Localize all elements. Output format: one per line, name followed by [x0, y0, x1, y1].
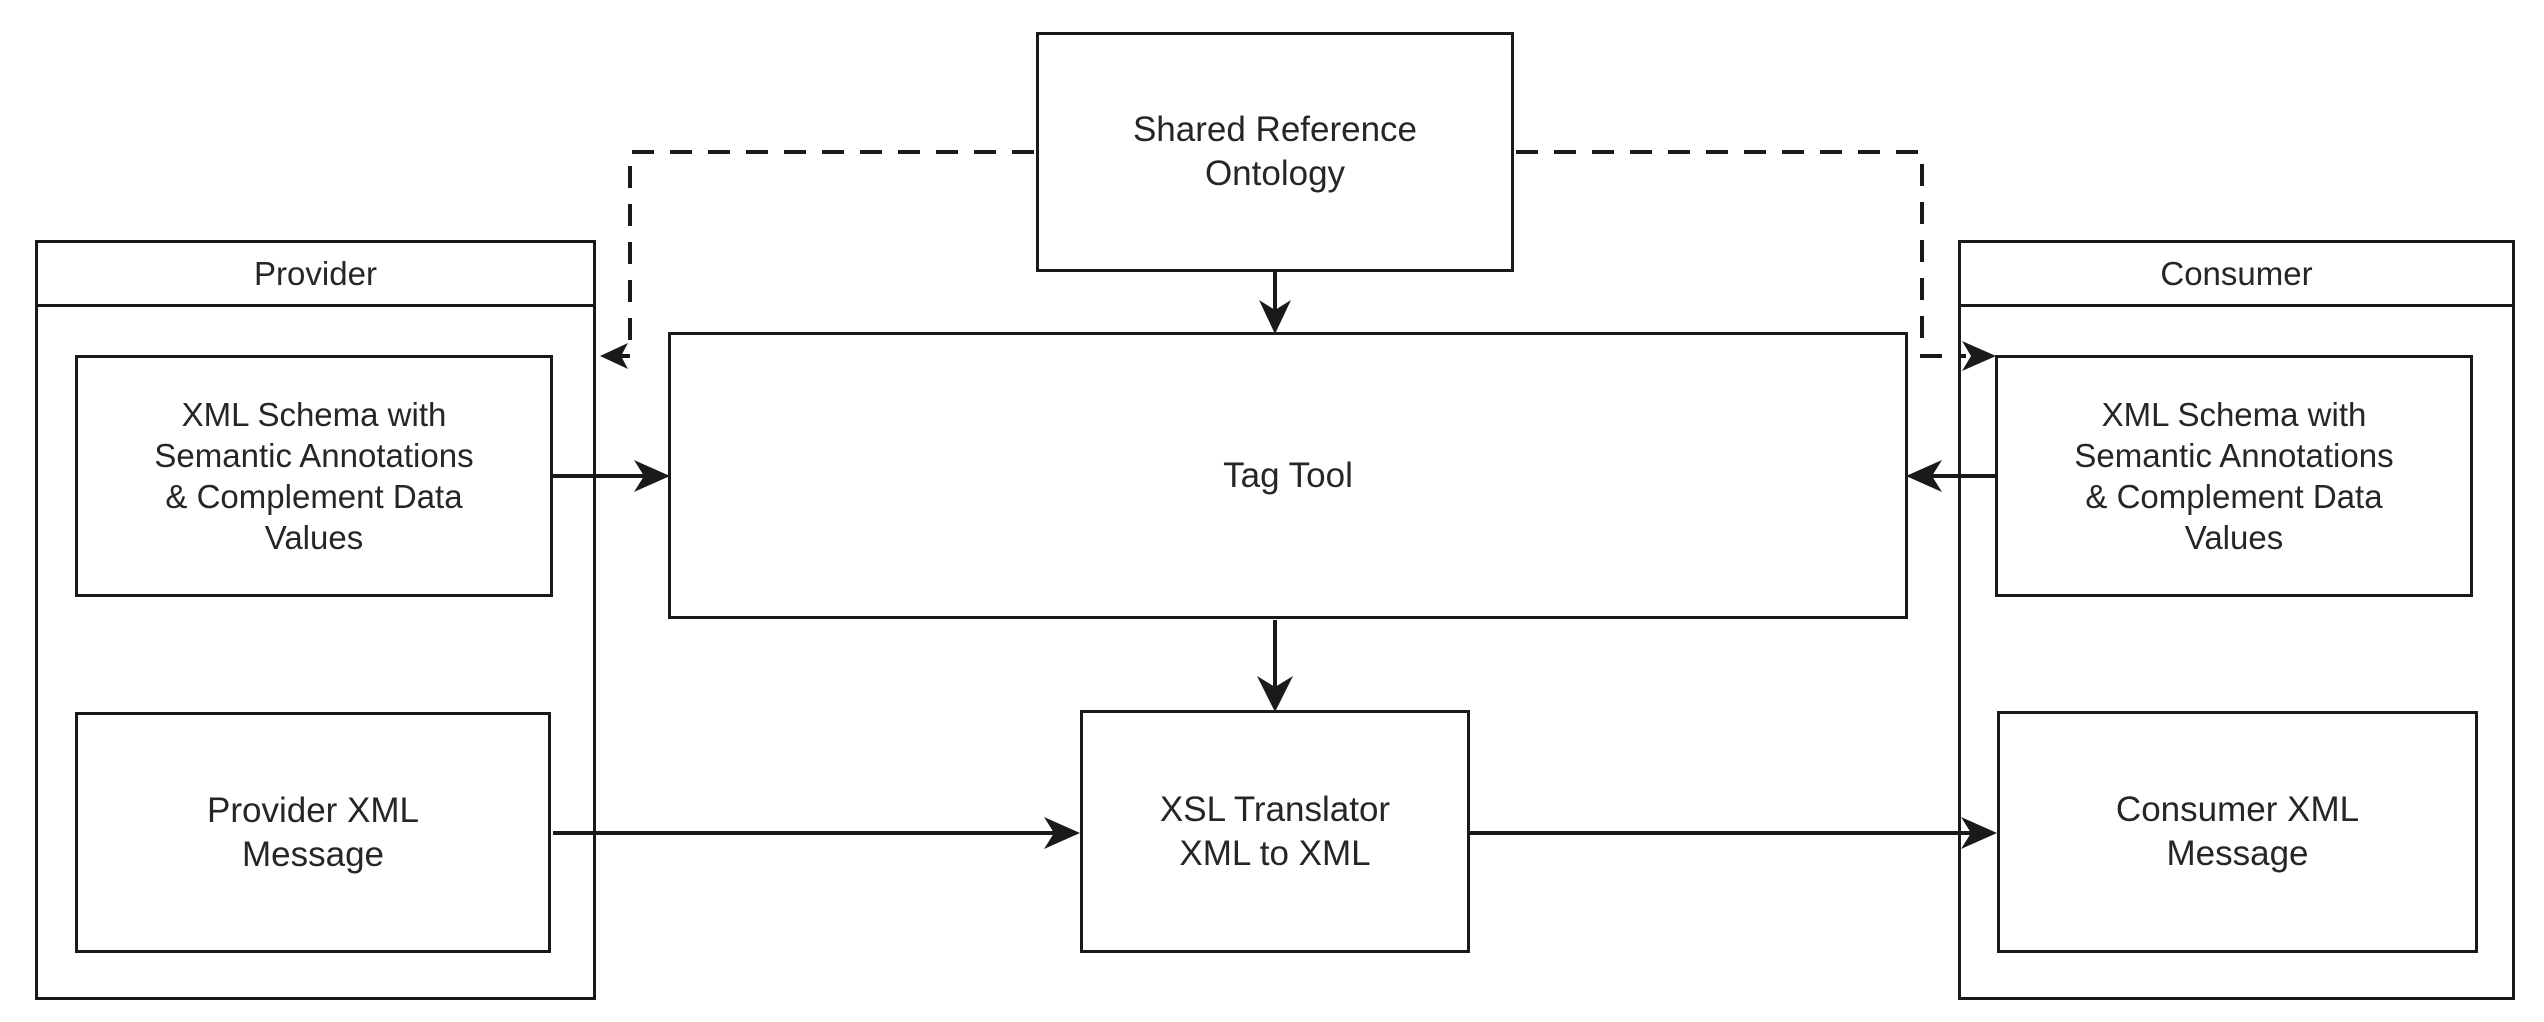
edge-tag-tool-to-xsl-translator [1257, 620, 1293, 712]
swimlane-consumer-header: Consumer [1961, 243, 2512, 307]
edge-xsl-translator-to-consumer-message [1470, 817, 1997, 849]
node-provider-xml-message-label: Provider XML Message [206, 790, 420, 874]
edge-provider-message-to-xsl-translator [553, 817, 1080, 849]
swimlane-provider-header: Provider [38, 243, 593, 307]
node-shared-reference-ontology[interactable]: Shared Reference Ontology [1036, 32, 1514, 272]
node-tag-tool[interactable]: Tag Tool [668, 332, 1908, 619]
node-consumer-xml-message-label: Consumer XML Message [2115, 790, 2360, 873]
node-consumer-xml-schema-label: XML Schema with Semantic Annotations & C… [2074, 395, 2394, 557]
edge-ontology-to-tag-tool [1259, 272, 1291, 334]
swimlane-consumer-title: Consumer [2160, 254, 2313, 292]
node-consumer-xml-schema[interactable]: XML Schema with Semantic Annotations & C… [1995, 355, 2473, 597]
node-provider-xml-message[interactable]: Provider XML Message [75, 712, 551, 953]
node-provider-xml-schema[interactable]: XML Schema with Semantic Annotations & C… [75, 355, 553, 597]
node-tag-tool-label: Tag Tool [1223, 455, 1353, 495]
swimlane-provider-title: Provider [254, 254, 377, 292]
node-xsl-translator[interactable]: XSL Translator XML to XML [1080, 710, 1470, 953]
node-consumer-xml-message[interactable]: Consumer XML Message [1997, 711, 2478, 953]
node-shared-reference-ontology-label: Shared Reference Ontology [1132, 110, 1418, 193]
node-provider-xml-schema-label: XML Schema with Semantic Annotations & C… [154, 395, 474, 557]
node-xsl-translator-label: XSL Translator XML to XML [1159, 789, 1391, 873]
